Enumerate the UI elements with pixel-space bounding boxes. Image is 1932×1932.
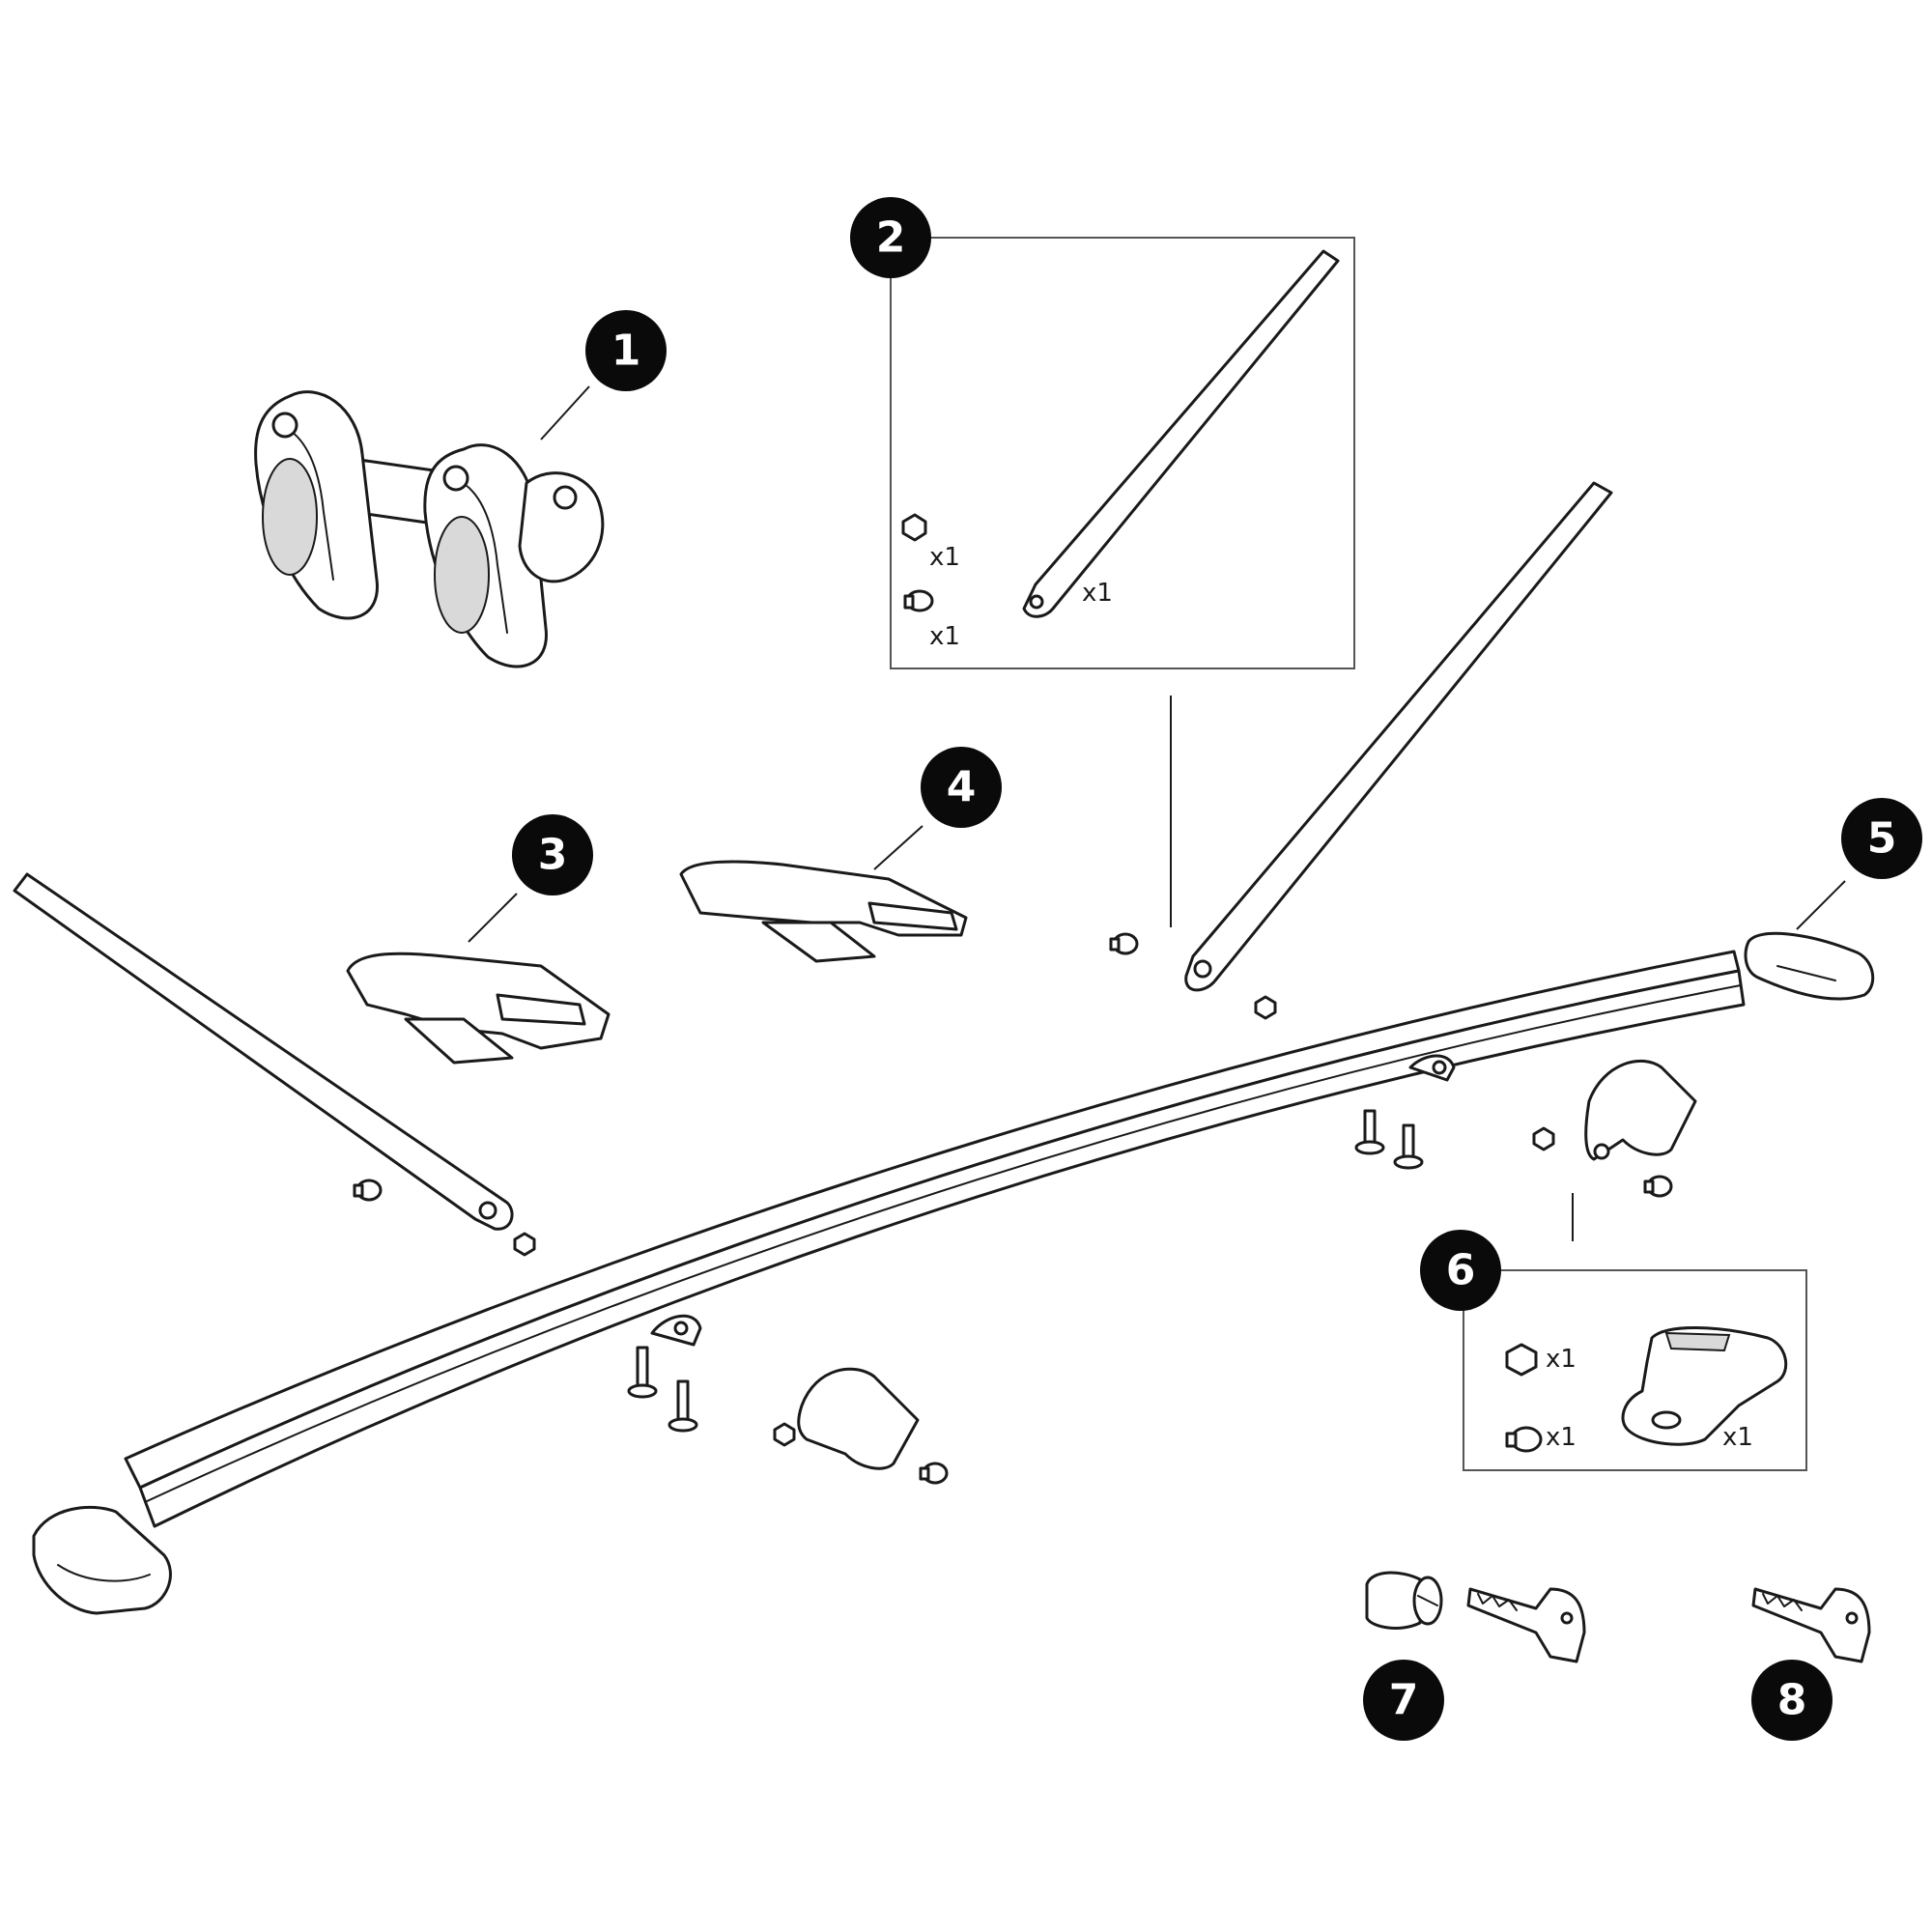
- box6-nut-icon: [1505, 1343, 1538, 1377]
- svg-text:4: 4: [947, 763, 977, 812]
- box2-nut-icon: [901, 513, 927, 542]
- nut-left-strap-icon: [513, 1232, 536, 1257]
- badge-3: 3: [512, 814, 593, 895]
- badge-7: 7: [1363, 1660, 1444, 1741]
- badge-4: 4: [921, 747, 1002, 828]
- leader-3: [468, 893, 518, 943]
- svg-text:8: 8: [1777, 1676, 1807, 1725]
- box6-nut-qty: x1: [1546, 1345, 1577, 1374]
- svg-text:3: 3: [538, 831, 568, 880]
- svg-text:1: 1: [611, 327, 641, 376]
- key-7-icon: [1466, 1587, 1586, 1663]
- box6-buckle: [1621, 1326, 1788, 1446]
- svg-text:6: 6: [1446, 1246, 1476, 1295]
- badge-1: 1: [585, 310, 667, 391]
- box2-strap-qty: x1: [1082, 579, 1113, 608]
- nut-right-strap-icon: [1254, 995, 1277, 1020]
- badge-5: 5: [1841, 798, 1922, 879]
- leader-4: [873, 825, 923, 870]
- badge-2: 2: [850, 197, 931, 278]
- box2-strap: [1022, 249, 1340, 618]
- pins-left: [627, 1346, 698, 1433]
- part-3-frame-holder: [346, 952, 611, 1065]
- part-1-wheel-holder: [254, 390, 605, 668]
- box6-screw-icon: [1505, 1426, 1543, 1453]
- left-end-cap: [32, 1505, 172, 1615]
- svg-text:2: 2: [876, 213, 906, 263]
- main-rail: [124, 950, 1746, 1528]
- key-8-icon: [1751, 1587, 1871, 1663]
- long-strap-left: [13, 872, 514, 1231]
- part-5-end-cap: [1744, 931, 1875, 1001]
- screw-right-strap-icon: [1109, 932, 1139, 955]
- nut-buckle-left-icon: [773, 1422, 796, 1447]
- svg-text:5: 5: [1867, 814, 1897, 864]
- buckle-left: [797, 1367, 920, 1470]
- leader-5: [1796, 880, 1846, 930]
- leader-1: [540, 385, 590, 440]
- badge-6: 6: [1420, 1230, 1501, 1311]
- box2-screw-icon: [903, 589, 934, 612]
- badge-8: 8: [1751, 1660, 1833, 1741]
- box2-nut-qty: x1: [929, 543, 960, 572]
- box6-screw-qty: x1: [1546, 1423, 1577, 1452]
- kit-box-2: [890, 237, 1355, 669]
- part-4-frame-holder: [679, 860, 968, 963]
- pins-right: [1354, 1109, 1424, 1170]
- screw-buckle-right-icon: [1643, 1175, 1673, 1198]
- part-7-lock-cylinder: [1365, 1571, 1443, 1630]
- long-strap-right: [1184, 481, 1613, 992]
- buckle-right: [1584, 1059, 1697, 1161]
- screw-left-strap-icon: [353, 1179, 383, 1202]
- screw-buckle-left-icon: [919, 1462, 949, 1485]
- kit-box-6: [1463, 1269, 1807, 1471]
- nut-buckle-right-icon: [1532, 1126, 1555, 1151]
- box6-buckle-qty: x1: [1722, 1423, 1753, 1452]
- box2-screw-qty: x1: [929, 622, 960, 651]
- svg-text:7: 7: [1389, 1676, 1419, 1725]
